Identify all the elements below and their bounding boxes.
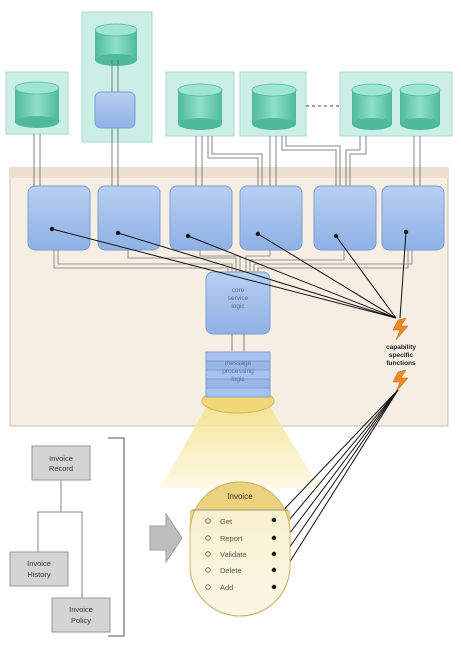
message-label-line2: processing	[222, 368, 254, 375]
spotlight-beam	[160, 404, 320, 488]
capability-item-label: Delete	[220, 566, 242, 575]
service-box	[239, 185, 303, 251]
invoice-history-box	[9, 551, 69, 587]
capability-item-label: Get	[220, 517, 233, 526]
database-icon	[177, 83, 223, 130]
invoice-service	[189, 481, 291, 617]
capability-label-line3: functions	[386, 360, 416, 367]
capability-item-label: Validate	[220, 550, 247, 559]
database-container	[239, 71, 307, 137]
right-arrow-icon	[149, 512, 183, 564]
capability-item-label: Add	[220, 583, 233, 592]
invoice-record-label: Invoice	[49, 454, 73, 463]
database-container	[5, 71, 69, 135]
invoice-policy-box	[51, 597, 111, 633]
capability-link-lines	[51, 228, 407, 319]
operation-link-lines	[273, 389, 399, 588]
service-box	[169, 185, 233, 251]
database-container	[165, 71, 235, 137]
capability-item: Delete	[205, 566, 277, 575]
database-icon	[351, 83, 393, 130]
capability-item: Report	[205, 534, 277, 543]
lightning-icon	[392, 369, 409, 393]
invoice-hierarchy: Invoice Record Invoice History Invoice P…	[9, 437, 125, 637]
capability-label-line2: specific	[389, 352, 414, 359]
invoice-history-label: History	[27, 570, 51, 579]
core-bus-lines	[53, 250, 413, 272]
database-container	[339, 71, 453, 137]
capability-item: Add	[205, 583, 277, 592]
database-icon	[251, 83, 297, 130]
database-icon	[94, 23, 138, 66]
service-box	[313, 185, 377, 251]
database-icon	[399, 83, 441, 130]
service-boxes	[27, 185, 445, 251]
invoice-record-label: Record	[49, 464, 73, 473]
wrapper-service-box	[94, 91, 136, 129]
invoice-record-box	[31, 445, 91, 481]
service-box	[381, 185, 445, 251]
database-connectors	[33, 60, 421, 186]
core-label-line1: core	[232, 287, 245, 294]
message-label-line3: logic	[231, 376, 245, 383]
invoice-policy-label: Invoice	[69, 605, 93, 614]
service-box	[97, 185, 161, 251]
capability-label-line1: capability	[386, 344, 416, 351]
database-container	[81, 11, 153, 143]
invoice-policy-label: Policy	[71, 616, 91, 625]
database-icon	[14, 81, 60, 128]
message-label-line1: message	[225, 360, 252, 367]
invoice-history-label: Invoice	[27, 559, 51, 568]
capability-item: Validate	[205, 550, 277, 559]
invoice-service-title: Invoice	[227, 492, 253, 501]
message-processing-stack	[205, 351, 271, 398]
service-box	[27, 185, 91, 251]
core-label-line3: logic	[231, 303, 245, 310]
capability-item: Get	[205, 517, 277, 526]
core-service-logic-box	[205, 271, 271, 335]
lightning-icon	[392, 317, 409, 341]
core-label-line2: service	[228, 295, 249, 302]
capability-item-label: Report	[220, 534, 243, 543]
capability-list: Get Report Validate Delete Add	[205, 517, 277, 592]
